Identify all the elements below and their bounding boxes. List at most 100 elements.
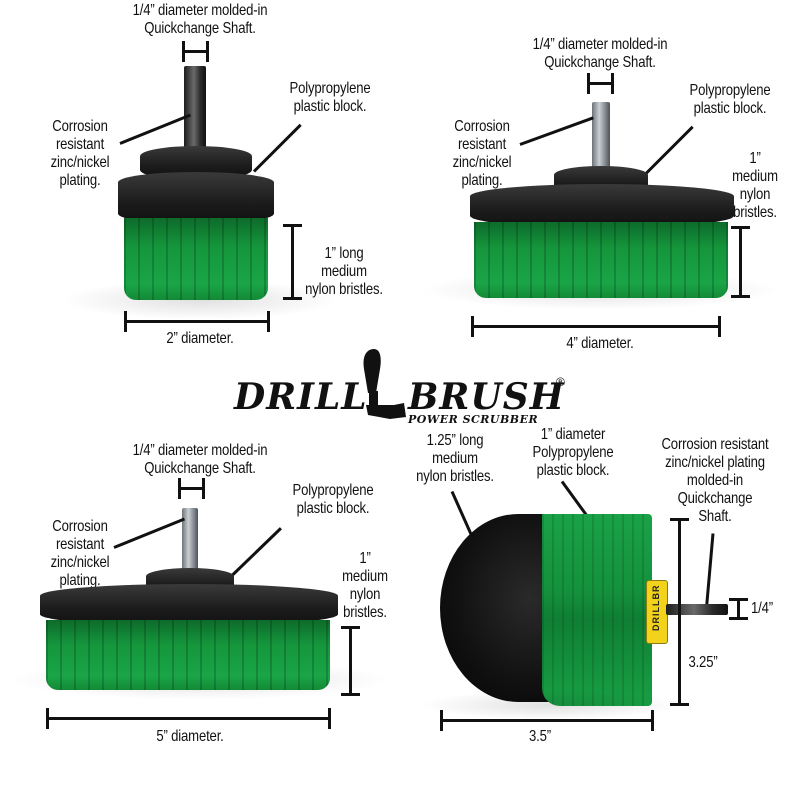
block-label: Polypropylene plastic block. xyxy=(281,80,379,116)
label-line: 1” xyxy=(359,550,371,567)
label-line: Corrosion xyxy=(454,118,510,135)
shaft-label: 1/4” diameter molded-in Quickchange Shaf… xyxy=(85,442,315,478)
label-line: medium xyxy=(432,450,478,467)
label-line: plating. xyxy=(59,172,101,189)
hex-shaft xyxy=(184,66,206,156)
label-line: Quickchange Shaft. xyxy=(544,54,656,71)
plastic-block-base xyxy=(118,172,274,224)
logo-word-brush: BRUSH xyxy=(408,376,565,418)
label-line: zinc/nickel xyxy=(50,154,110,171)
plating-label: Corrosion resistant zinc/nickel plating. xyxy=(31,518,129,590)
label-line: zinc/nickel plating xyxy=(665,454,765,471)
panel-brush-2in: 1/4” diameter molded-in Quickchange Shaf… xyxy=(0,0,400,350)
label-line: Polypropylene xyxy=(532,444,614,461)
logo-tagline: POWER SCRUBBER xyxy=(408,413,539,426)
bristle-length-marker xyxy=(731,226,750,298)
label-line: resistant xyxy=(55,136,105,153)
label-line: Shaft. xyxy=(698,508,732,525)
shaft-diameter-label: 1/4” xyxy=(751,600,773,617)
shaft-label: 1/4” diameter molded-in Quickchange Shaf… xyxy=(85,2,315,38)
logo-word-drill: DRILL xyxy=(234,376,368,418)
shaft-dimension-marker xyxy=(587,73,614,94)
label-line: molded-in xyxy=(686,472,744,489)
label-line: nylon xyxy=(739,186,771,203)
plating-label: Corrosion resistant zinc/nickel plating. xyxy=(31,118,129,190)
block-leader-line xyxy=(252,123,302,173)
label-line: medium xyxy=(732,168,778,185)
height-marker xyxy=(670,518,689,706)
hex-shaft xyxy=(666,604,728,615)
drill-silhouette-icon xyxy=(363,349,406,419)
brush-shadow xyxy=(420,690,680,720)
bristle-length-marker xyxy=(283,224,302,300)
label-line: Polypropylene xyxy=(292,482,374,499)
panel-brush-4in: 1/4” diameter molded-in Quickchange Shaf… xyxy=(400,0,800,360)
width-label: 3.5” xyxy=(529,728,551,745)
shaft-diameter-marker xyxy=(729,598,748,620)
diameter-marker xyxy=(46,708,331,729)
label-line: plastic block. xyxy=(536,462,610,479)
diameter-label: 4” diameter. xyxy=(566,335,634,352)
shaft-label: Corrosion resistant zinc/nickel plating … xyxy=(654,436,777,526)
label-line: medium xyxy=(321,263,367,280)
green-bristles xyxy=(474,222,728,298)
block-leader-line xyxy=(644,125,694,175)
label-line: Corrosion xyxy=(52,118,108,135)
label-line: nylon bristles. xyxy=(416,468,494,485)
bristle-label: 1” long medium nylon bristles. xyxy=(295,245,393,299)
block-leader-line xyxy=(230,527,282,577)
label-line: nylon xyxy=(349,586,381,603)
label-line: resistant xyxy=(55,536,105,553)
block-label: 1” diameter Polypropylene plastic block. xyxy=(528,426,618,480)
label-line: Polypropylene xyxy=(289,80,371,97)
width-marker xyxy=(440,710,654,731)
label-line: Quickchange Shaft. xyxy=(144,460,256,477)
label-line: Polypropylene xyxy=(689,82,771,99)
height-label: 3.25” xyxy=(688,654,718,671)
label-line: zinc/nickel xyxy=(50,554,110,571)
label-line: 1/4” diameter molded-in xyxy=(532,36,668,53)
shaft-leader-line xyxy=(704,533,715,614)
plating-leader-line xyxy=(119,113,192,145)
label-line: resistant xyxy=(457,136,507,153)
panel-brush-5in: 1/4” diameter molded-in Quickchange Shaf… xyxy=(0,430,420,800)
shaft-dimension-marker xyxy=(178,478,205,499)
plastic-block-base xyxy=(470,184,734,228)
label-line: 1” long xyxy=(324,245,364,262)
shaft-label: 1/4” diameter molded-in Quickchange Shaf… xyxy=(485,36,715,72)
block-label: Polypropylene plastic block. xyxy=(280,482,387,518)
label-line: plating. xyxy=(461,172,503,189)
hex-shaft xyxy=(182,508,198,572)
label-line: Quickchange xyxy=(677,490,753,507)
label-line: bristles. xyxy=(733,204,777,221)
label-line: 1” diameter xyxy=(540,426,606,443)
label-line: Corrosion resistant xyxy=(661,436,769,453)
drillbrush-logo: DRILL BRUSH ® POWER SCRUBBER xyxy=(230,345,570,426)
panel-brush-cone: 1.25” long medium nylon bristles. 1” dia… xyxy=(400,420,800,800)
label-line: Quickchange Shaft. xyxy=(144,20,256,37)
shaft-dimension-marker xyxy=(182,41,209,62)
label-line: 1/4” diameter molded-in xyxy=(132,442,268,459)
label-line: 1” xyxy=(749,150,761,167)
label-line: bristles. xyxy=(343,604,387,621)
label-line: Corrosion xyxy=(52,518,108,535)
bristle-length-marker xyxy=(341,626,360,696)
diameter-marker xyxy=(124,311,270,332)
label-line: medium xyxy=(342,568,388,585)
label-line: 1.25” long xyxy=(426,432,484,449)
diameter-marker xyxy=(471,316,721,337)
label-line: plastic block. xyxy=(693,100,767,117)
registered-mark: ® xyxy=(556,375,565,389)
green-bristles xyxy=(46,620,330,690)
label-line: plastic block. xyxy=(293,98,367,115)
label-line: 1/4” diameter molded-in xyxy=(132,2,268,19)
label-line: plastic block. xyxy=(296,500,370,517)
label-line: plating. xyxy=(59,572,101,589)
ferrule-brand-text: DRILLBR xyxy=(651,584,661,632)
green-bristle-body xyxy=(542,514,652,706)
green-bristles xyxy=(124,218,268,300)
label-line: zinc/nickel xyxy=(452,154,512,171)
bristle-label: 1.25” long medium nylon bristles. xyxy=(410,432,500,486)
bristle-label: 1” medium nylon bristles. xyxy=(336,550,393,622)
block-label: Polypropylene plastic block. xyxy=(681,82,779,118)
